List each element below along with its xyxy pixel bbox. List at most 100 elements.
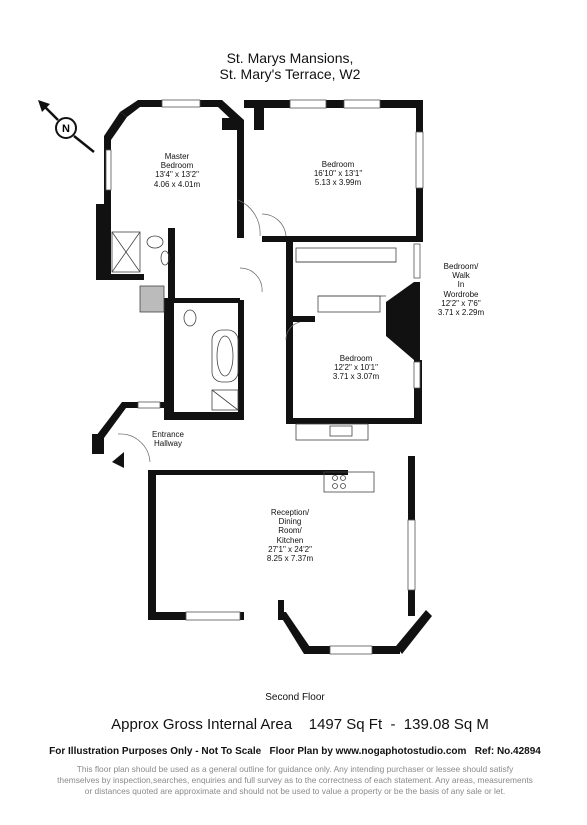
wall-bed-bottom (262, 236, 422, 242)
room-name: Walk (452, 271, 470, 281)
kitchen-island (323, 471, 375, 493)
room-walk-in-wardrobe: Bedroom/ Walk In Wordrobe 12'2" x 7'6" 3… (424, 262, 498, 317)
room-master-bedroom: Master Bedroom 13'4" x 13'2" 4.06 x 4.01… (140, 152, 214, 189)
wall-bath-east (238, 300, 244, 418)
sink (329, 425, 353, 437)
window-bay-bottom (329, 645, 373, 655)
property-title: St. Marys Mansions, St. Mary's Terrace, … (170, 50, 410, 82)
wall-ensuite-east (168, 228, 175, 298)
window-bed-top-2 (343, 99, 381, 109)
window-recep-east (407, 519, 416, 591)
fixtures (111, 231, 397, 493)
wall-bath-top (174, 298, 240, 303)
room-name: Bedroom (339, 354, 373, 363)
wall-bed-nw-pier (254, 108, 264, 130)
room-name: Wordrobe (443, 289, 479, 299)
floor-plan: N (38, 99, 432, 655)
wall-ensuite-bottom (96, 274, 144, 280)
room-imperial: 27'1" x 24'2" (268, 544, 312, 554)
disclaimer: This floor plan should be used as a gene… (40, 764, 550, 797)
window-bed-east (415, 131, 424, 189)
wall-entrance-west (92, 434, 104, 454)
north-arrow-icon (38, 100, 50, 112)
room-name: Reception/ (270, 508, 310, 517)
windows (105, 99, 424, 655)
wall-pier (222, 118, 238, 130)
room-metric: 3.71 x 3.07m (332, 372, 380, 382)
room-name: In (457, 280, 465, 290)
room-name: Bedroom (321, 160, 355, 169)
room-name: Dining (278, 517, 302, 527)
room-name: Hallway (153, 439, 182, 449)
room-metric: 8.25 x 7.37m (266, 553, 314, 563)
window-bed-top-1 (289, 99, 327, 109)
compass-ring (55, 117, 77, 139)
door-master (237, 199, 261, 237)
window-bed-mid-east (413, 361, 421, 389)
room-name: Bedroom (160, 161, 194, 171)
wall-recep-pier (278, 600, 284, 620)
room-metric: 3.71 x 2.29m (437, 307, 485, 317)
toilet-ensuite (146, 235, 164, 249)
door-entrance (117, 433, 151, 463)
kitchen-counter (295, 423, 369, 441)
room-reception: Reception/ Dining Room/ Kitchen 27'1" x … (250, 508, 330, 563)
wall-bed-top-left (244, 100, 254, 108)
disclaimer-line: This floor plan should be used as a gene… (76, 764, 514, 774)
room-imperial: 12'2" x 10'1" (334, 363, 378, 373)
title-line-1: St. Marys Mansions, (226, 50, 354, 66)
room-imperial: 12'2" x 7'6" (441, 298, 481, 308)
room-bedroom-top: Bedroom 16'10" x 13'1" 5.13 x 3.99m (296, 160, 380, 188)
window-master-west (105, 149, 112, 191)
window-master-top (161, 99, 201, 108)
wall-bath-bottom (164, 412, 244, 420)
wall-master-w-diag (104, 112, 127, 140)
shower-bath (211, 389, 239, 411)
room-name: Entrance (151, 430, 185, 439)
room-name: Bedroom/ (443, 262, 479, 271)
wall-recep-top (148, 470, 348, 475)
wall-wir-west (286, 242, 293, 422)
room-metric: 4.06 x 4.01m (153, 179, 201, 189)
wall-wir-door (293, 316, 315, 322)
door-bedroom-top (261, 213, 287, 237)
wall-recep-west (148, 470, 156, 620)
wall-master-east (237, 120, 244, 238)
wall-bay-left (278, 612, 312, 654)
door-bedroom-mid (285, 321, 301, 341)
room-name: Room/ (278, 526, 302, 536)
room-name: Kitchen (276, 535, 304, 545)
room-name: Master (164, 152, 190, 161)
title-line-2: St. Mary's Terrace, W2 (219, 66, 361, 83)
room-metric: 5.13 x 3.99m (314, 178, 362, 188)
wall-bed-mid-east (414, 360, 422, 420)
wall-bay-right (396, 610, 432, 654)
wall-bed-top (254, 100, 416, 108)
room-entrance-hallway: Entrance Hallway (138, 430, 198, 448)
window-entrance (137, 401, 161, 409)
gross-internal-area: Approx Gross Internal Area 1497 Sq Ft - … (111, 716, 489, 733)
entrance-arrow-icon (112, 452, 124, 468)
door-bath (239, 267, 263, 293)
wall-master-nw (120, 100, 156, 117)
window-recep-bottom (185, 611, 241, 621)
compass: N (38, 100, 95, 153)
doors (117, 199, 301, 463)
disclaimer-line: or distances quoted are approximate and … (84, 785, 506, 796)
window-wir-east (413, 243, 421, 279)
room-imperial: 16'10" x 13'1" (313, 169, 363, 179)
shower-tray (111, 231, 141, 273)
wall-wir-bay (386, 282, 420, 360)
wall-bath-west (164, 298, 174, 420)
basin-ensuite (160, 250, 170, 266)
bathtub (211, 329, 239, 383)
wall-bed-mid-bottom (286, 418, 422, 424)
room-imperial: 13'4" x 13'2" (155, 170, 199, 180)
toilet-bath (183, 309, 197, 327)
disclaimer-line: themselves by inspection,searches, enqui… (57, 774, 533, 785)
room-bedroom-mid: Bedroom 12'2" x 10'1" 3.71 x 3.07m (314, 354, 398, 382)
floor-label: Second Floor (265, 692, 325, 703)
cupboard (139, 285, 165, 313)
compass-letter: N (62, 123, 70, 135)
illustration-note: For Illustration Purposes Only - Not To … (49, 746, 541, 757)
